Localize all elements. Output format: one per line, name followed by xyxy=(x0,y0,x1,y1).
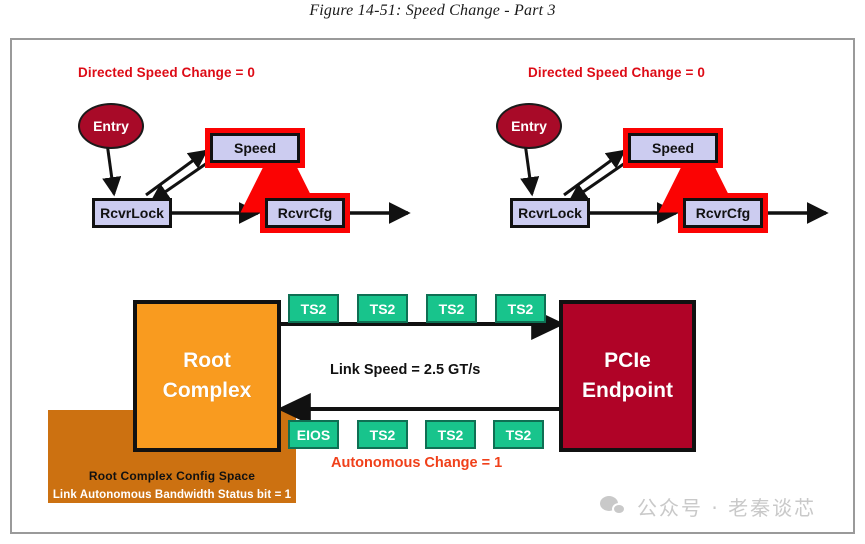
state-entry-right-label: Entry xyxy=(511,118,547,134)
packet-upstream-2-label: TS2 xyxy=(437,426,464,443)
packet-downstream-0: TS2 xyxy=(288,294,339,323)
watermark: 公众号 · 老秦谈芯 xyxy=(600,492,816,521)
packet-upstream-1-label: TS2 xyxy=(369,426,396,443)
state-rcvrcfg-left-label: RcvrCfg xyxy=(277,205,333,221)
root-complex-line1: Root xyxy=(183,348,231,372)
state-entry-right: Entry xyxy=(496,103,562,149)
state-machine-left: Directed Speed Change = 0 Entry Speed Rc… xyxy=(60,55,440,255)
pcie-endpoint-line1: PCIe xyxy=(604,348,651,372)
state-rcvrlock-left[interactable]: RcvrLock xyxy=(92,198,172,228)
packet-downstream-0-label: TS2 xyxy=(300,300,327,317)
state-machine-right: Directed Speed Change = 0 Entry Speed Rc… xyxy=(478,55,858,255)
state-speed-left-label: Speed xyxy=(233,140,276,156)
config-space-status-bit: Link Autonomous Bandwidth Status bit = 1 xyxy=(52,489,292,501)
state-rcvrcfg-left[interactable]: RcvrCfg xyxy=(260,193,350,233)
state-entry-left: Entry xyxy=(78,103,144,149)
root-complex-block: Root Complex xyxy=(133,300,281,452)
link-speed-label: Link Speed = 2.5 GT/s xyxy=(330,362,481,378)
figure-caption: Figure 14-51: Speed Change - Part 3 xyxy=(309,2,556,19)
pcie-endpoint-block: PCIe Endpoint xyxy=(559,300,696,452)
packet-upstream-1: TS2 xyxy=(357,420,408,449)
state-speed-right-label: Speed xyxy=(651,140,694,156)
state-rcvrlock-right-label: RcvrLock xyxy=(518,205,582,221)
state-rcvrlock-left-label: RcvrLock xyxy=(100,205,164,221)
state-rcvrcfg-right-label: RcvrCfg xyxy=(695,205,751,221)
state-rcvrcfg-right[interactable]: RcvrCfg xyxy=(678,193,768,233)
packet-downstream-1-label: TS2 xyxy=(369,300,396,317)
root-complex-line2: Complex xyxy=(162,379,252,402)
state-speed-left[interactable]: Speed xyxy=(205,128,305,168)
config-space-title: Root Complex Config Space xyxy=(88,469,256,483)
directed-speed-change-label-right: Directed Speed Change = 0 xyxy=(528,65,705,80)
watermark-text: 公众号 · 老秦谈芯 xyxy=(637,496,817,520)
state-rcvrlock-right[interactable]: RcvrLock xyxy=(510,198,590,228)
packet-downstream-1: TS2 xyxy=(357,294,408,323)
packet-downstream-3: TS2 xyxy=(495,294,546,323)
state-entry-left-label: Entry xyxy=(93,118,129,134)
autonomous-change-label: Autonomous Change = 1 xyxy=(331,455,503,471)
pcie-endpoint-line2: Endpoint xyxy=(582,379,673,402)
packet-downstream-3-label: TS2 xyxy=(507,300,534,317)
packet-downstream-2-label: TS2 xyxy=(438,300,465,317)
packet-upstream-2: TS2 xyxy=(425,420,476,449)
packet-upstream-0: EIOS xyxy=(288,420,339,449)
directed-speed-change-label-left: Directed Speed Change = 0 xyxy=(78,65,255,80)
packet-downstream-2: TS2 xyxy=(426,294,477,323)
wechat-icon xyxy=(600,495,628,518)
state-speed-right[interactable]: Speed xyxy=(623,128,723,168)
packet-upstream-3: TS2 xyxy=(493,420,544,449)
packet-upstream-3-label: TS2 xyxy=(505,426,532,443)
packet-upstream-0-label: EIOS xyxy=(296,426,331,443)
